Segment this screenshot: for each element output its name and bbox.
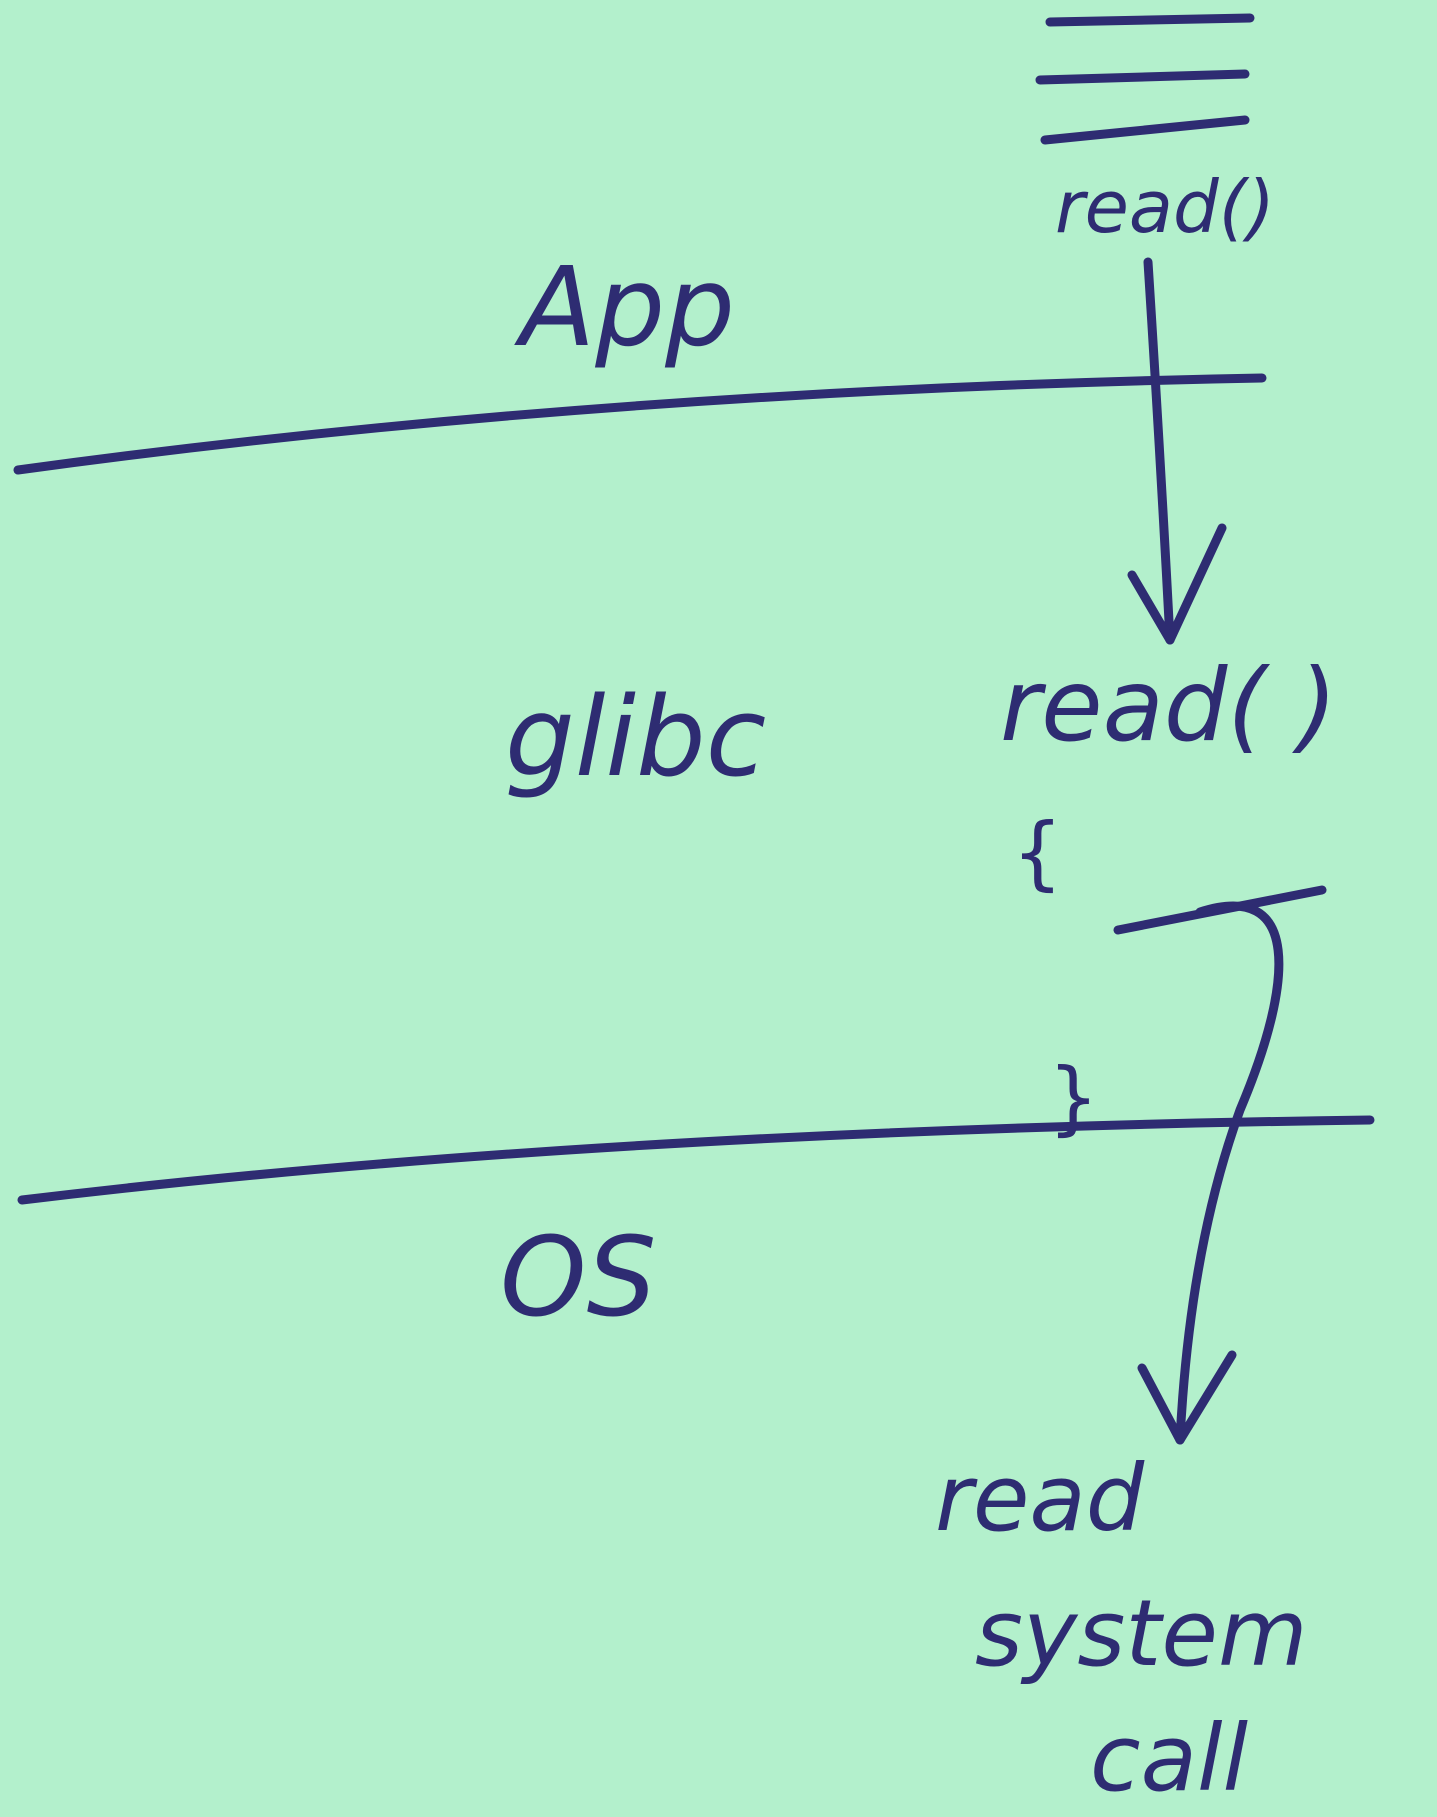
layer-label-app: App bbox=[514, 243, 735, 371]
glibc-read-label: read( ) bbox=[1000, 647, 1337, 764]
arrow-glibc-to-os bbox=[1175, 901, 1284, 1445]
code-line-1 bbox=[1045, 13, 1255, 27]
glibc-brace-open: { bbox=[1012, 806, 1063, 899]
divider-glibc-os bbox=[17, 1115, 1375, 1205]
layer-label-os: OS bbox=[500, 1213, 656, 1341]
app-read-label: read() bbox=[1055, 165, 1275, 249]
code-line-2 bbox=[1035, 69, 1250, 85]
os-read-syscall-line-1: read bbox=[935, 1445, 1145, 1552]
code-line-3 bbox=[1040, 115, 1250, 145]
os-read-syscall-line-3: call bbox=[1090, 1705, 1249, 1812]
os-read-syscall-line-2: system bbox=[975, 1580, 1308, 1687]
divider-app-glibc bbox=[13, 373, 1267, 475]
arrow-app-to-glibc bbox=[1143, 257, 1175, 645]
arrow-app-to-glibc-head bbox=[1127, 523, 1227, 645]
layer-label-glibc: glibc bbox=[505, 673, 766, 801]
arrow-glibc-to-os-head bbox=[1137, 1350, 1237, 1445]
